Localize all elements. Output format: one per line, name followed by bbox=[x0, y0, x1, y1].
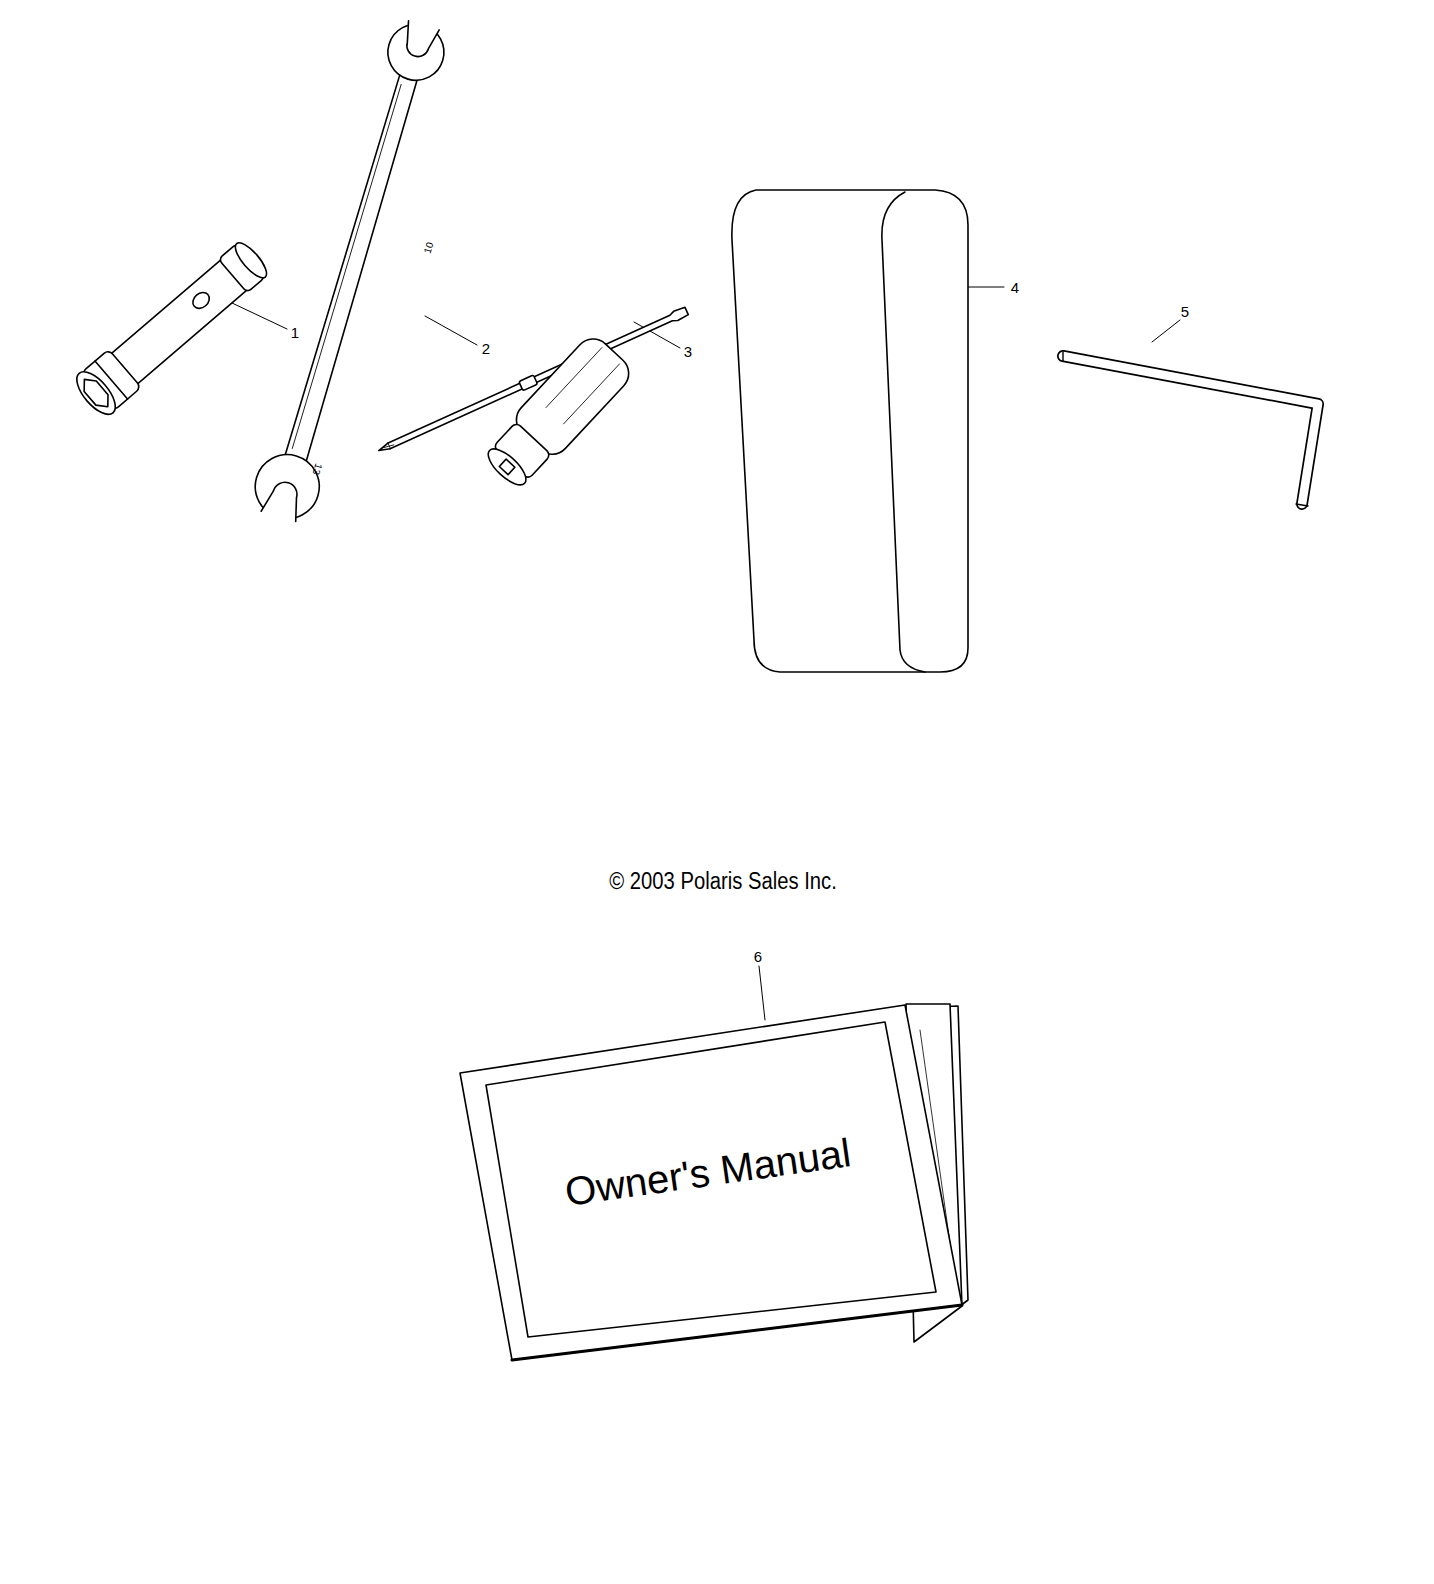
leader-line bbox=[232, 303, 287, 329]
callout-number: 5 bbox=[1181, 304, 1189, 319]
callout-number: 6 bbox=[754, 949, 762, 964]
callout-number: 1 bbox=[291, 325, 299, 340]
callout-number: 3 bbox=[684, 344, 692, 359]
callout-number: 4 bbox=[1011, 280, 1019, 295]
screwdriver bbox=[377, 306, 689, 494]
leader-line bbox=[759, 966, 765, 1020]
allen-key bbox=[1063, 352, 1318, 506]
wrench-size-mark: 13 bbox=[311, 462, 324, 476]
owners-manual-book bbox=[460, 1004, 968, 1360]
copyright-note: © 2003 Polaris Sales Inc. bbox=[609, 870, 837, 893]
tube-wrench bbox=[70, 235, 274, 420]
leader-line bbox=[1152, 320, 1180, 342]
tool-pouch bbox=[732, 190, 968, 672]
callout-number: 2 bbox=[482, 341, 490, 356]
leader-line bbox=[425, 316, 477, 345]
leader-lines bbox=[232, 287, 1180, 1020]
open-end-wrench bbox=[247, 13, 455, 528]
wrench-size-mark: 10 bbox=[423, 241, 436, 255]
